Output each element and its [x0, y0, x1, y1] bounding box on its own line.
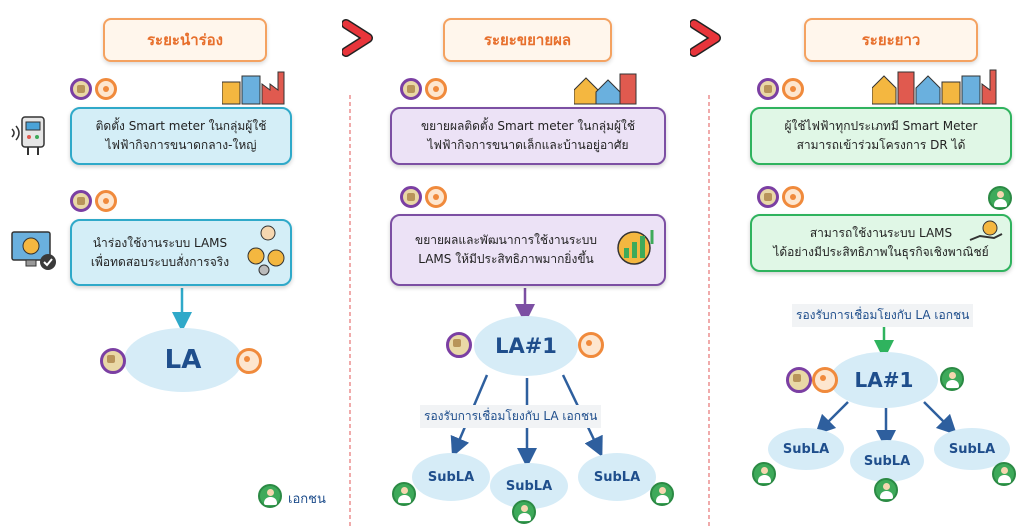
management-gears-icon — [247, 225, 285, 276]
agency-logo-purple-icon — [400, 78, 422, 100]
agency-logo-orange-icon — [578, 332, 604, 358]
phase-2-subla-node-3: SubLA — [578, 453, 656, 501]
private-sector-person-icon — [392, 482, 416, 506]
phase-3-smart-meter-box: ผู้ใช้ไฟฟ้าทุกประเภทมี Smart Meter สามาร… — [750, 107, 1012, 165]
agency-logo-purple-icon — [400, 186, 422, 208]
private-sector-person-icon — [512, 500, 536, 524]
agency-logo-orange-icon — [95, 78, 117, 100]
agency-logo-orange-icon — [782, 186, 804, 208]
phase-2-la1-node: LA#1 — [474, 316, 578, 376]
money-hand-icon — [969, 220, 1003, 241]
agency-logo-purple-icon — [757, 78, 779, 100]
agency-logo-orange-icon — [425, 186, 447, 208]
private-sector-person-icon — [988, 186, 1012, 210]
private-sector-person-icon — [752, 462, 776, 486]
agency-logo-purple-icon — [786, 367, 812, 393]
agency-logo-orange-icon — [425, 78, 447, 100]
agency-logo-purple-icon — [70, 190, 92, 212]
phase-1-lams-pilot-box: นำร่องใช้งานระบบ LAMS เพื่อทดสอบระบบสั่ง… — [70, 219, 292, 286]
smart-meter-icon — [11, 116, 45, 155]
agency-logo-purple-icon — [446, 332, 472, 358]
phase-3-subla-node-2: SubLA — [850, 440, 924, 482]
arrow-p3-la-sub1 — [814, 401, 849, 436]
agency-logo-purple-icon — [70, 78, 92, 100]
phase-3-title: ระยะยาว — [804, 18, 978, 62]
legend-private-sector-person-icon — [258, 484, 282, 508]
phase-1-title: ระยะนำร่อง — [103, 18, 267, 62]
private-sector-person-icon — [874, 478, 898, 502]
arrow-p3-la-sub3 — [923, 401, 958, 436]
agency-logo-purple-icon — [757, 186, 779, 208]
houses-factory-buildings-icon — [872, 69, 997, 105]
private-sector-person-icon — [992, 462, 1016, 486]
agency-logo-purple-icon — [100, 348, 126, 374]
agency-logo-orange-icon — [782, 78, 804, 100]
phase-2-smart-meter-box: ขยายผลติดตั้ง Smart meter ในกลุ่มผู้ใช้ … — [390, 107, 666, 165]
agency-logo-orange-icon — [812, 367, 838, 393]
phase-2-connect-label: รองรับการเชื่อมโยงกับ LA เอกชน — [420, 405, 602, 428]
phase-3-connect-label: รองรับการเชื่อมโยงกับ LA เอกชน — [792, 304, 974, 327]
phase-3-la1-node: LA#1 — [830, 352, 938, 408]
agency-logo-orange-icon — [236, 348, 262, 374]
houses-buildings-icon — [574, 73, 637, 105]
phase-3-subla-node-1: SubLA — [768, 428, 844, 470]
phase-1-la-node: LA — [124, 328, 242, 392]
computer-settings-icon — [11, 231, 56, 270]
phase-arrow-2-icon — [690, 19, 721, 57]
private-sector-person-icon — [940, 367, 964, 391]
private-sector-person-icon — [650, 482, 674, 506]
phase-arrow-1-icon — [342, 19, 373, 57]
phase-2-subla-node-1: SubLA — [412, 453, 490, 501]
agency-logo-orange-icon — [95, 190, 117, 212]
legend-label: เอกชน — [288, 492, 326, 507]
phase-3-lams-commercial-box: สามารถใช้งานระบบ LAMS ได้อย่างมีประสิทธิ… — [750, 214, 1012, 272]
growth-chart-gear-icon — [617, 230, 654, 265]
phase-2-title: ระยะขยายผล — [443, 18, 612, 62]
phase-1-smart-meter-box: ติดตั้ง Smart meter ในกลุ่มผู้ใช้ ไฟฟ้าก… — [70, 107, 292, 165]
factory-buildings-icon — [222, 71, 285, 105]
